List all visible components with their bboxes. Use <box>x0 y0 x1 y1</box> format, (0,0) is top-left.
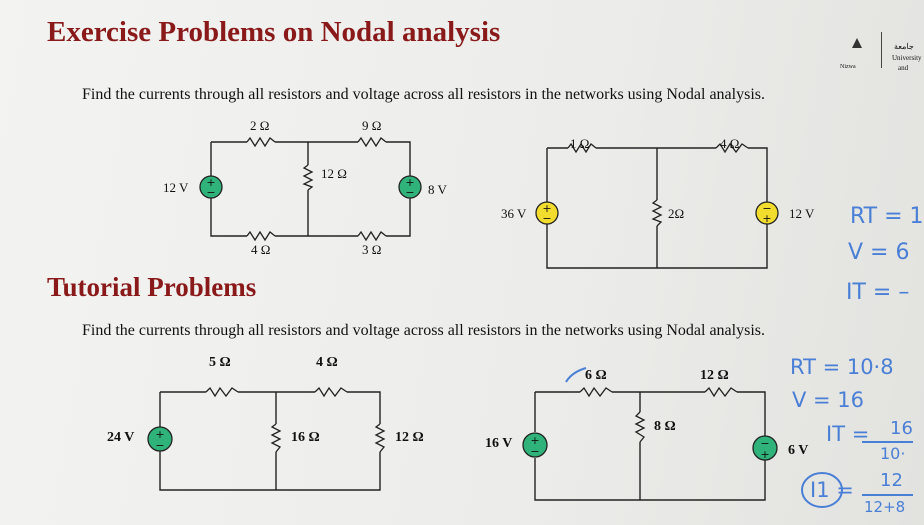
c1-label-9ohm: 9 Ω <box>362 118 382 133</box>
resistor-12ohm-icon <box>302 164 314 191</box>
circuit2-wires <box>546 147 768 269</box>
university-logo: جامعة University and Nizwa <box>838 28 922 78</box>
c4-label-6ohm: 6 Ω <box>585 368 607 383</box>
svg-text:+: + <box>542 202 551 215</box>
handwritten-it-2-den: 10· <box>880 444 906 463</box>
handwritten-v-1: V = 6 <box>848 240 910 265</box>
source-24v-icon: + − <box>147 426 173 452</box>
handwritten-it-2: IT = <box>826 422 870 446</box>
handwritten-tick-mark <box>565 367 587 383</box>
handwritten-circle-mark <box>801 472 843 508</box>
source-12v-c2-icon: − + <box>755 201 779 225</box>
c4-label-8ohm: 8 Ω <box>654 419 676 434</box>
svg-text:−: − <box>542 212 551 225</box>
c4-label-16v: 16 V <box>485 436 513 451</box>
c3-label-16ohm: 16 Ω <box>291 430 320 445</box>
source-12v-icon: + − <box>199 175 223 199</box>
c1-label-12ohm: 12 Ω <box>321 166 347 181</box>
svg-text:−: − <box>530 445 539 458</box>
svg-text:+: + <box>155 428 164 441</box>
source-6v-icon: − + <box>752 435 778 461</box>
c3-label-12ohm: 12 Ω <box>395 430 424 445</box>
resistor-4ohm-c3-icon <box>314 386 348 398</box>
circuit1-wires <box>210 141 411 237</box>
resistor-2ohm-c2-icon <box>651 199 663 227</box>
c2-label-1ohm: 1 Ω <box>570 136 590 151</box>
svg-text:−: − <box>760 437 769 450</box>
resistor-9ohm-icon <box>357 136 387 148</box>
resistor-4ohm-c2-icon <box>715 142 749 154</box>
c2-label-4ohm: 4 Ω <box>720 136 740 151</box>
c3-label-5ohm: 5 Ω <box>209 355 231 370</box>
logo-text-top: جامعة <box>894 42 914 51</box>
c2-label-2ohm: 2Ω <box>668 206 685 221</box>
logo-sub: Nizwa <box>840 64 856 70</box>
source-36v-icon: + − <box>535 201 559 225</box>
handwritten-it-2-num: 16 <box>890 418 913 439</box>
c3-label-24v: 24 V <box>107 430 135 445</box>
c1-label-8v: 8 V <box>428 182 447 197</box>
c1-label-4ohm: 4 Ω <box>251 242 271 257</box>
resistor-8ohm-icon <box>634 411 646 443</box>
c2-label-12v: 12 V <box>789 206 815 221</box>
c1-label-12v: 12 V <box>163 180 189 195</box>
logo-divider <box>881 32 882 68</box>
svg-text:−: − <box>762 202 771 215</box>
svg-text:+: + <box>405 176 414 189</box>
handwritten-rt-1: RT = 1 <box>850 204 924 229</box>
resistor-12ohm-c4-icon <box>704 386 738 398</box>
tutorial-heading: Tutorial Problems <box>47 272 257 302</box>
c1-label-2ohm: 2 Ω <box>250 118 270 133</box>
resistor-4ohm-icon <box>246 230 276 242</box>
c2-label-36v: 36 V <box>501 206 527 221</box>
resistor-5ohm-icon <box>205 386 239 398</box>
exercise-heading: Exercise Problems on Nodal analysis <box>47 16 501 48</box>
svg-text:+: + <box>760 448 769 461</box>
handwritten-rt-2: RT = 10·8 <box>790 355 894 379</box>
logo-text-mid: University <box>892 54 922 62</box>
svg-text:−: − <box>405 186 414 199</box>
svg-text:+: + <box>206 176 215 189</box>
resistor-6ohm-icon <box>579 386 613 398</box>
c1-label-3ohm: 3 Ω <box>362 242 382 257</box>
c4-label-12ohm: 12 Ω <box>700 368 729 383</box>
source-16v-icon: + − <box>522 432 548 458</box>
handwritten-v-2: V = 16 <box>792 388 865 412</box>
c4-label-6v: 6 V <box>788 443 809 458</box>
resistor-3ohm-icon <box>357 230 387 242</box>
resistor-2ohm-icon <box>246 136 276 148</box>
svg-text:+: + <box>530 434 539 447</box>
handwritten-it-1: IT = – <box>846 280 910 305</box>
svg-text:+: + <box>762 212 771 225</box>
tutorial-instruction: Find the currents through all resistors … <box>82 322 765 339</box>
circuit4-wires <box>534 391 766 501</box>
svg-text:−: − <box>155 439 164 452</box>
handwritten-i1: I1 = <box>810 478 854 502</box>
handwritten-i1-num: 12 <box>880 470 903 491</box>
resistor-12ohm-c3-icon <box>374 423 386 453</box>
source-8v-icon: + − <box>398 175 422 199</box>
exercise-instruction: Find the currents through all resistors … <box>82 86 765 103</box>
resistor-1ohm-icon <box>567 142 597 154</box>
svg-text:−: − <box>206 186 215 199</box>
logo-text-bot: and <box>898 64 909 72</box>
circuit3-wires <box>159 391 381 491</box>
logo-emblem-icon <box>852 38 862 48</box>
resistor-16ohm-icon <box>270 423 282 453</box>
c3-label-4ohm: 4 Ω <box>316 355 338 370</box>
handwritten-i1-den: 12+8 <box>864 498 906 516</box>
